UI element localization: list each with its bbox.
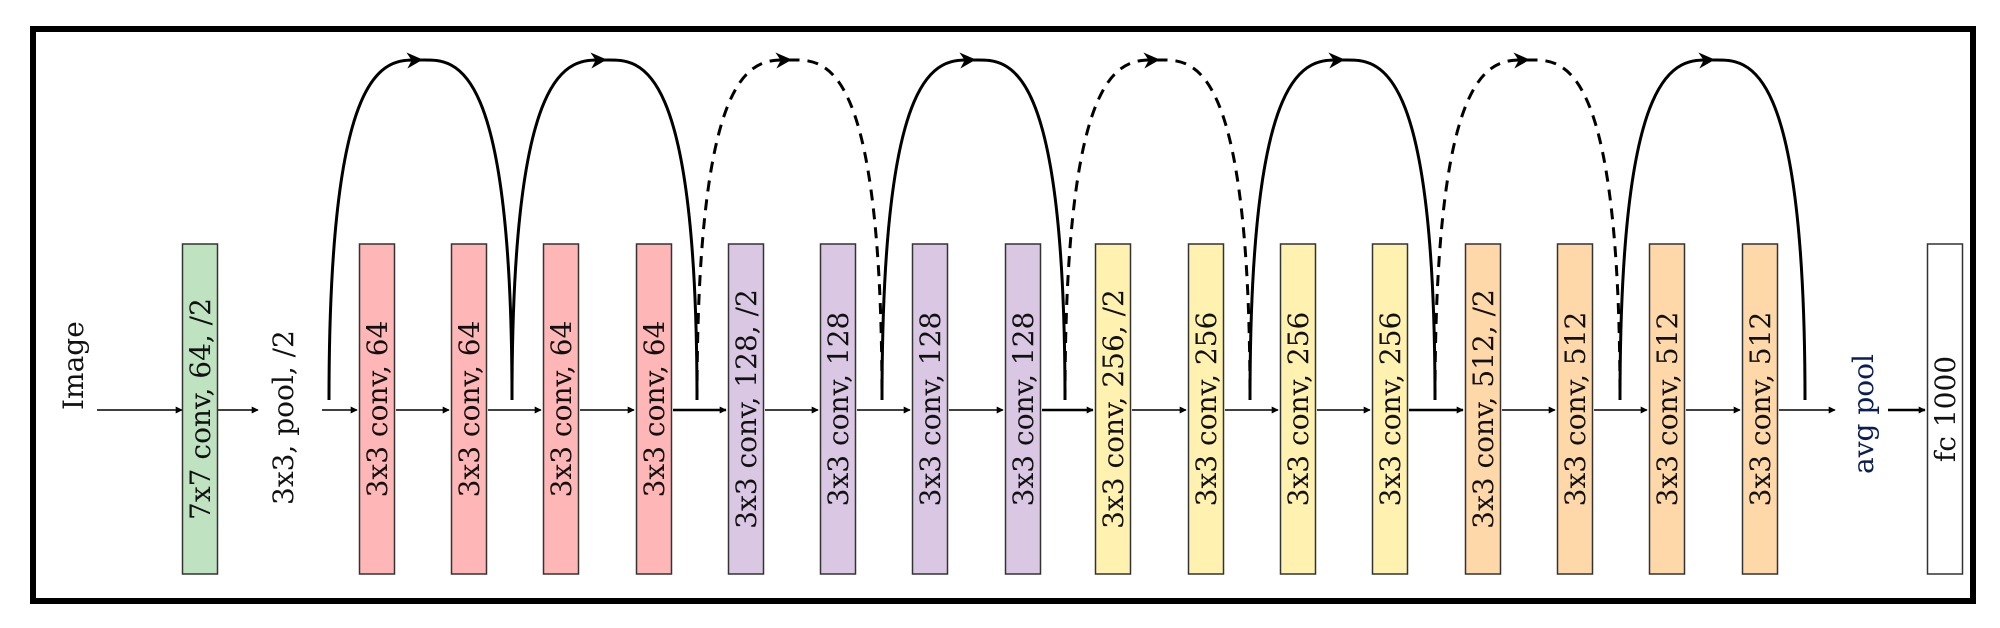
- layer-block-rect: [542, 243, 580, 575]
- layer-block-rect: [1741, 243, 1779, 575]
- layer-block: 3x3 conv, 128: [911, 243, 949, 575]
- pool1-label: 3x3, pool, /2: [267, 330, 300, 505]
- layer-block-rect: [635, 243, 673, 575]
- layer-label: 3x3 conv, 512: [1651, 312, 1684, 507]
- layer-block: 3x3 conv, 256: [1371, 243, 1409, 575]
- layer-block-rect: [1279, 243, 1317, 575]
- layer-label: 3x3 conv, 128, /2: [730, 289, 763, 529]
- layer-label: 3x3 conv, 64: [545, 321, 578, 498]
- layer-block: 3x3 conv, 512, /2: [1464, 243, 1502, 575]
- layer-label: 3x3 conv, 128: [914, 312, 947, 507]
- layer-label: 3x3 conv, 64: [361, 321, 394, 498]
- layer-label: 3x3 conv, 512: [1559, 312, 1592, 507]
- layer-label: 3x3 conv, 256: [1374, 312, 1407, 507]
- layer-block-rect: [727, 243, 765, 575]
- layer-block-rect: [1556, 243, 1594, 575]
- layer-label: 3x3 conv, 128: [822, 312, 855, 507]
- layer-block-rect: [911, 243, 949, 575]
- skip-connections: [327, 52, 1807, 401]
- layer-block: 3x3 conv, 256: [1187, 243, 1225, 575]
- diagram-frame: [30, 26, 1976, 604]
- layer-block: 3x3 conv, 64: [358, 243, 396, 575]
- input-image-label: Image: [57, 321, 90, 410]
- layer-label: 3x3 conv, 256: [1190, 312, 1223, 507]
- layer-label: 3x3 conv, 512: [1744, 312, 1777, 507]
- layer-block-rect: [1926, 243, 1964, 575]
- layer-block: 3x3 conv, 128: [819, 243, 857, 575]
- layer-label: fc 1000: [1929, 356, 1962, 462]
- layer-block-rect: [450, 243, 488, 575]
- layer-block: 3x3 conv, 64: [542, 243, 580, 575]
- layer-label: 3x3 conv, 256: [1282, 312, 1315, 507]
- avgpool-label: avg pool: [1847, 354, 1880, 474]
- layer-block-rect: [1464, 243, 1502, 575]
- layer-block: 3x3 conv, 64: [635, 243, 673, 575]
- layer-block: 3x3 conv, 512: [1648, 243, 1686, 575]
- layer-block: 3x3 conv, 512: [1556, 243, 1594, 575]
- layer-block-rect: [1187, 243, 1225, 575]
- layer-block: 7x7 conv, 64, /2: [181, 243, 219, 575]
- layer-block-rect: [1371, 243, 1409, 575]
- layer-block-rect: [181, 243, 219, 575]
- layer-block: 3x3 conv, 64: [450, 243, 488, 575]
- layer-block: 3x3 conv, 128: [1004, 243, 1042, 575]
- layer-label: 3x3 conv, 128: [1007, 312, 1040, 507]
- layer-block-rect: [1094, 243, 1132, 575]
- layer-label: 7x7 conv, 64, /2: [184, 298, 217, 520]
- layer-block: fc 1000: [1926, 243, 1964, 575]
- layer-block-rect: [1648, 243, 1686, 575]
- layer-block: 3x3 conv, 128, /2: [727, 243, 765, 575]
- layer-label: 3x3 conv, 64: [453, 321, 486, 498]
- layer-block: 3x3 conv, 512: [1741, 243, 1779, 575]
- layer-block-rect: [358, 243, 396, 575]
- layer-label: 3x3 conv, 64: [638, 321, 671, 498]
- layer-label: 3x3 conv, 512, /2: [1467, 289, 1500, 529]
- layer-block: 3x3 conv, 256, /2: [1094, 243, 1132, 575]
- layer-block-rect: [819, 243, 857, 575]
- layer-blocks: 7x7 conv, 64, /2 3x3 conv, 64 3x3 conv, 64…: [181, 243, 1964, 575]
- layer-block: 3x3 conv, 256: [1279, 243, 1317, 575]
- layer-block-rect: [1004, 243, 1042, 575]
- layer-label: 3x3 conv, 256, /2: [1097, 289, 1130, 529]
